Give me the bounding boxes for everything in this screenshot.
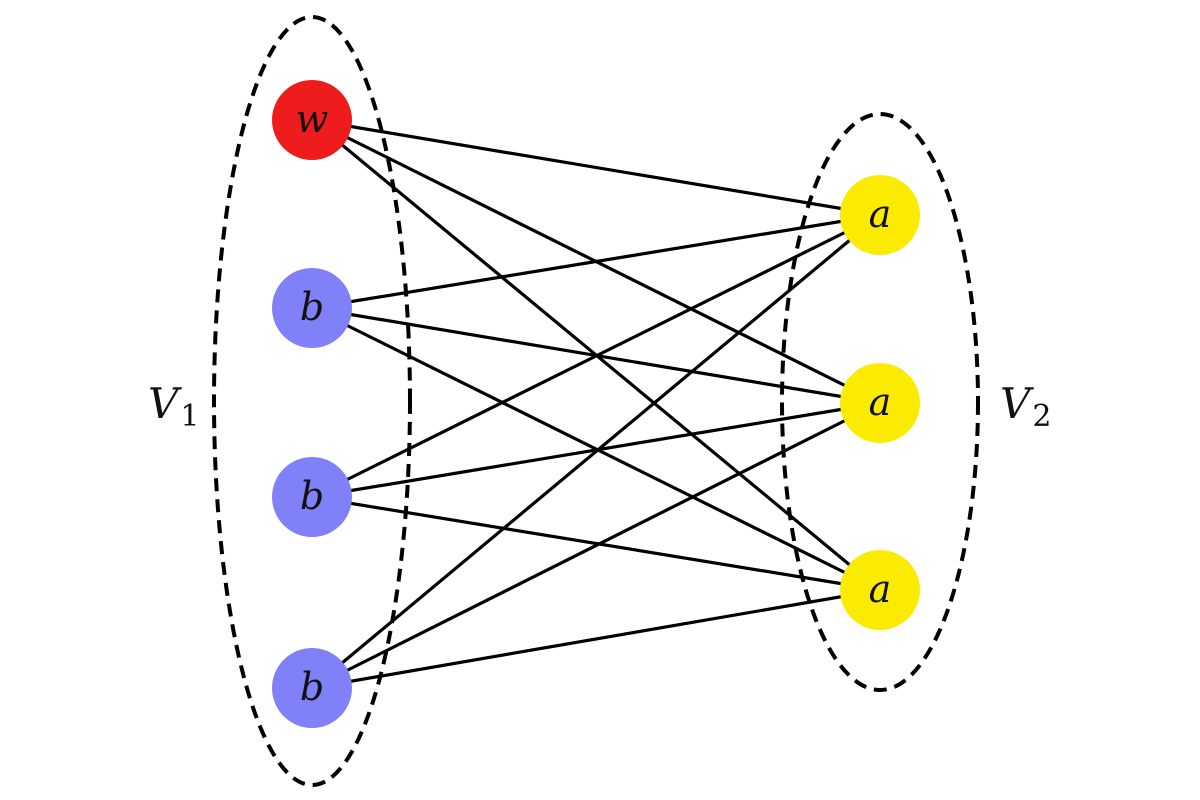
edge-b3-a2 bbox=[311, 401, 881, 690]
edge-b3-a1 bbox=[310, 213, 882, 690]
node-b1-label: b bbox=[300, 285, 324, 329]
node-a2-circle bbox=[840, 363, 920, 443]
node-a3: a bbox=[840, 550, 920, 630]
nodes-layer: w b b b a a a bbox=[272, 80, 920, 728]
set-v2-subscript: 2 bbox=[1032, 399, 1051, 434]
edge-b2-a1 bbox=[311, 213, 881, 499]
node-b2-circle bbox=[272, 457, 352, 537]
node-b1-circle bbox=[272, 268, 352, 348]
node-b3-label: b bbox=[300, 665, 324, 709]
edge-b2-a3 bbox=[311, 495, 881, 592]
set-v1-boundary bbox=[212, 15, 412, 787]
node-b2-label: b bbox=[300, 474, 324, 518]
set-v1-label: V1 bbox=[148, 379, 199, 434]
node-a1-label: a bbox=[869, 192, 892, 236]
node-w: w bbox=[272, 80, 352, 160]
set-v2-label: V2 bbox=[1000, 379, 1051, 434]
node-b1: b bbox=[272, 268, 352, 348]
node-a1: a bbox=[840, 175, 920, 255]
set-v1-subscript: 1 bbox=[180, 399, 199, 434]
edge-w-a1 bbox=[311, 118, 881, 217]
node-b2: b bbox=[272, 457, 352, 537]
node-a2: a bbox=[840, 363, 920, 443]
node-a2-label: a bbox=[869, 380, 892, 424]
edges-layer bbox=[310, 118, 882, 690]
node-w-circle bbox=[272, 80, 352, 160]
node-b3: b bbox=[272, 648, 352, 728]
node-w-label: w bbox=[296, 97, 329, 141]
node-a3-circle bbox=[840, 550, 920, 630]
set-v2-letter: V bbox=[1000, 379, 1034, 428]
node-a1-circle bbox=[840, 175, 920, 255]
node-b3-circle bbox=[272, 648, 352, 728]
node-a3-label: a bbox=[869, 567, 892, 611]
edge-b3-a3 bbox=[311, 588, 881, 690]
set-v1-letter: V bbox=[148, 379, 182, 428]
set-v2-boundary bbox=[780, 112, 980, 692]
